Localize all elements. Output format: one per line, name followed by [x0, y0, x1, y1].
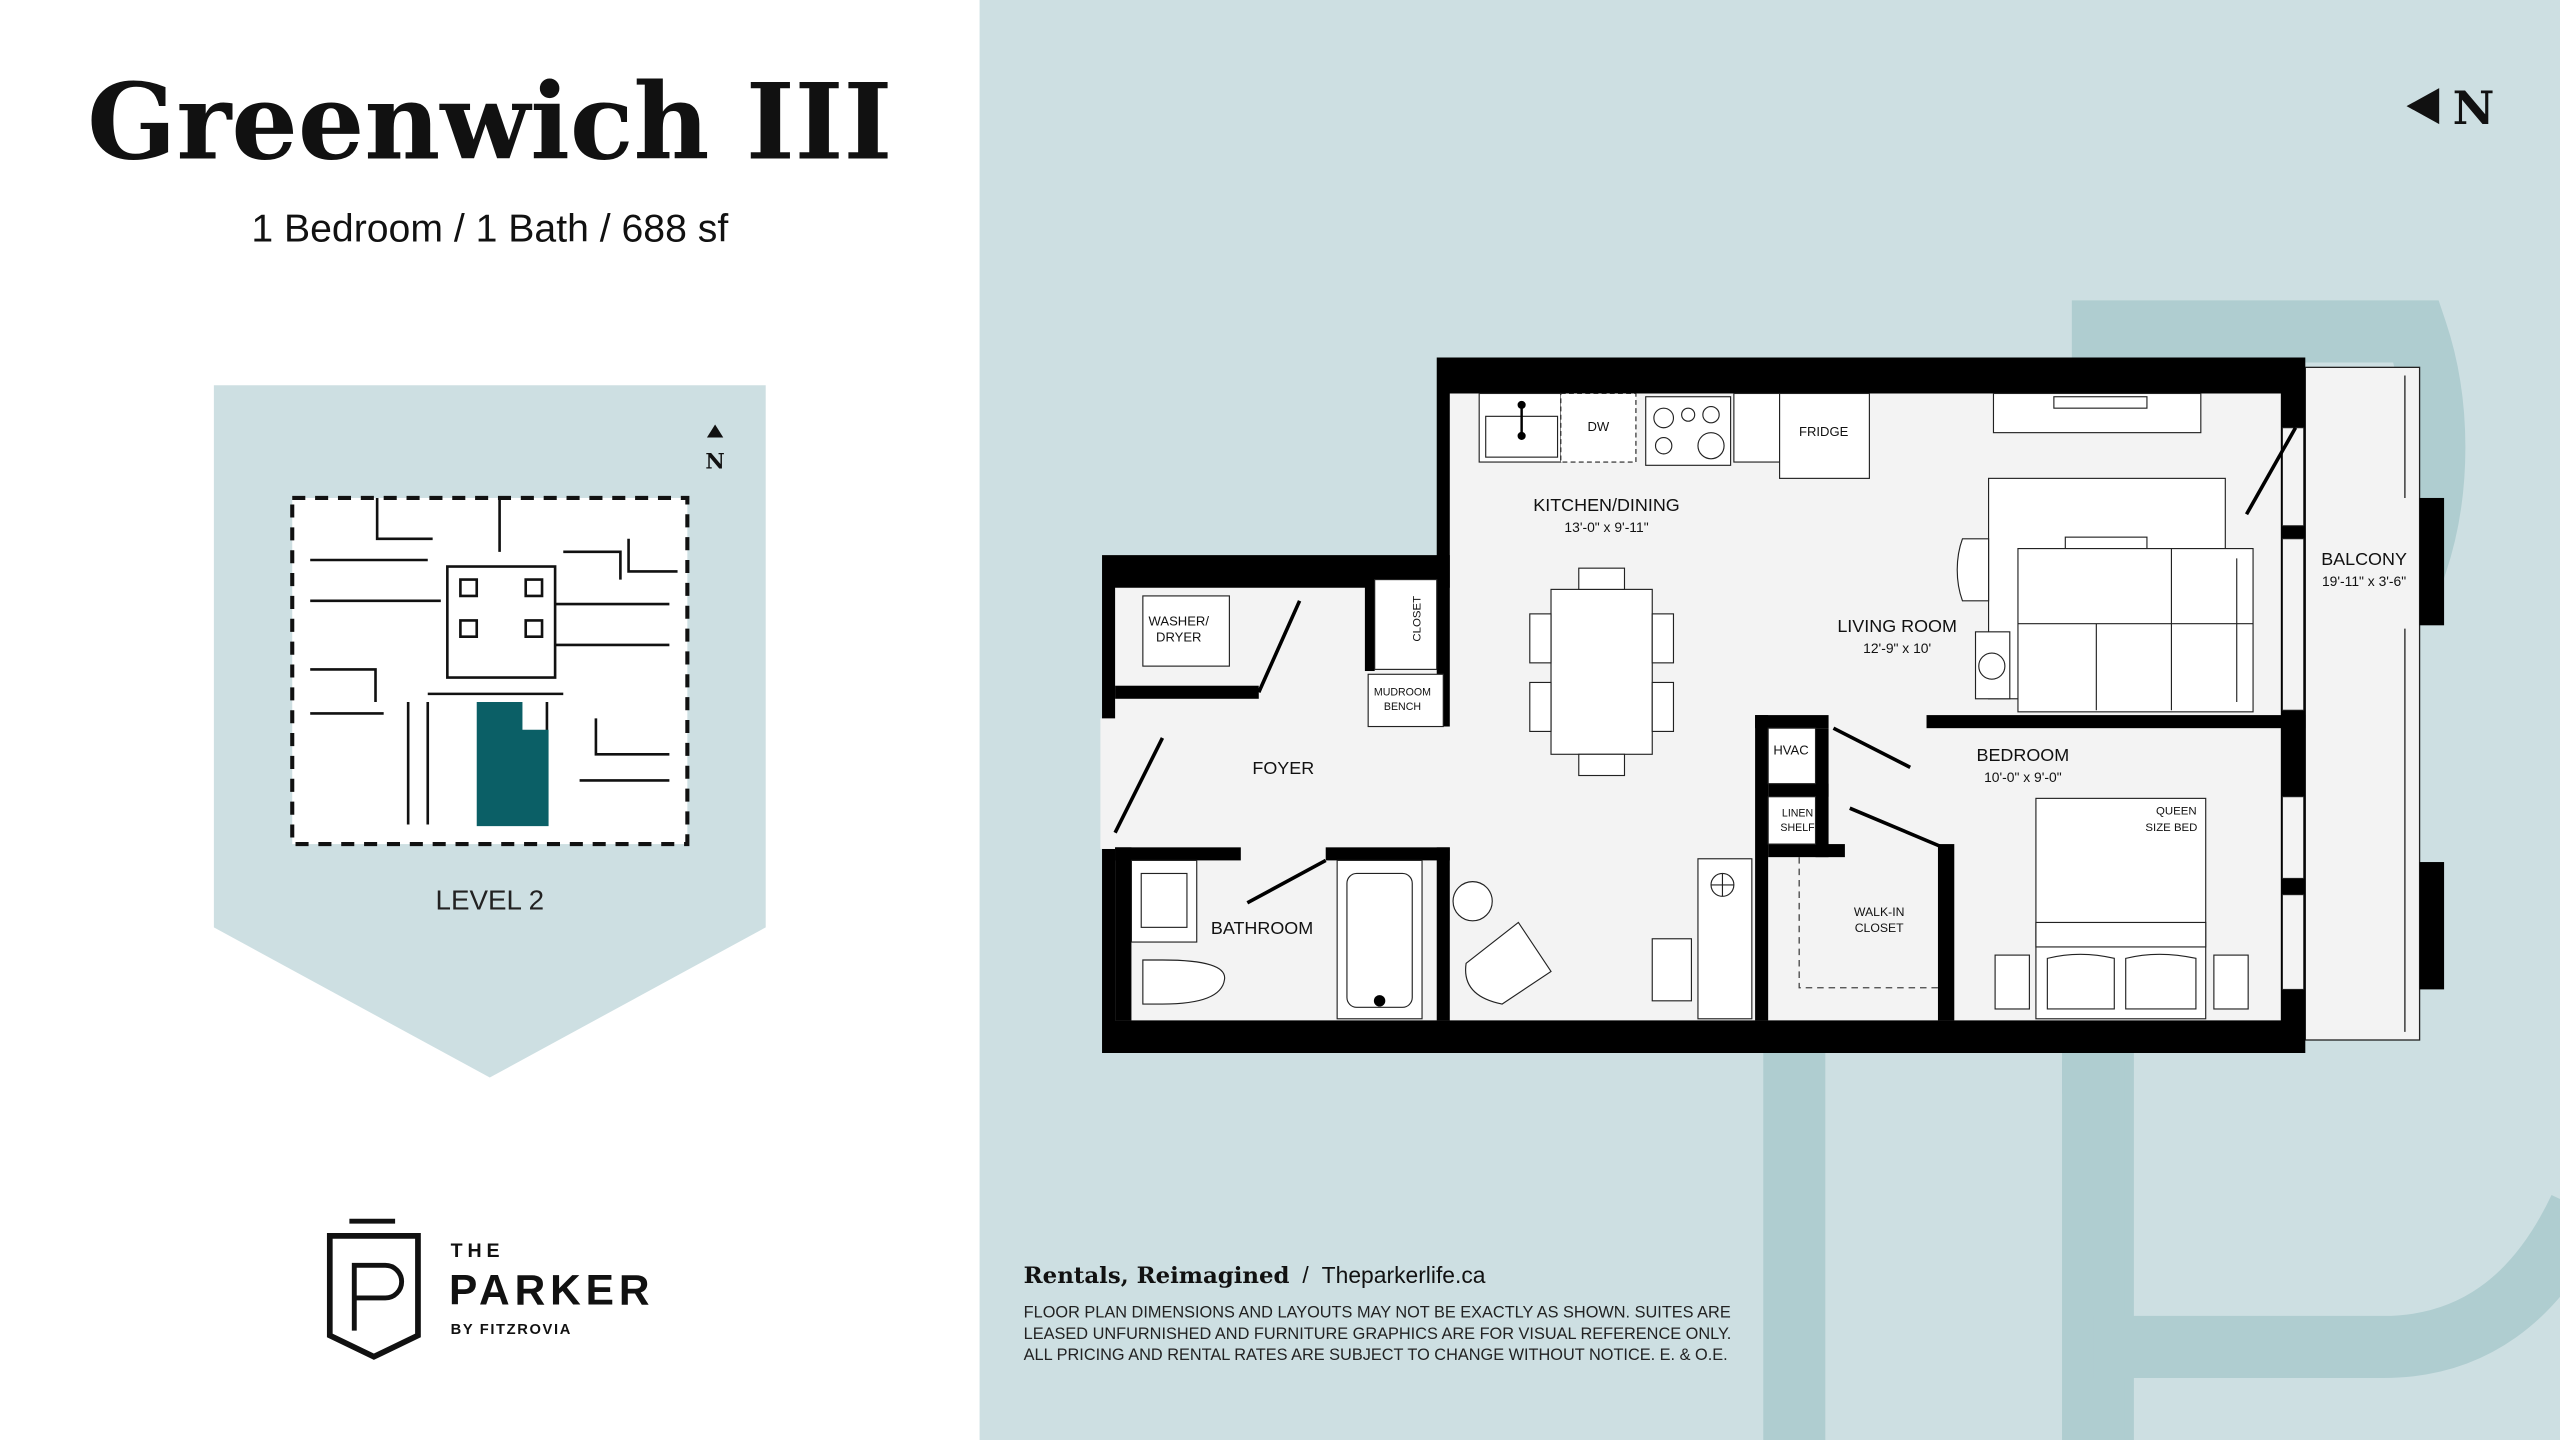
room-label-bedroom: BEDROOM: [1977, 745, 2070, 765]
parker-logo: THE PARKER BY FITZROVIA: [326, 1218, 654, 1360]
svg-text:12'-9" x 10': 12'-9" x 10': [1863, 640, 1931, 656]
svg-text:THE: THE: [451, 1240, 505, 1262]
svg-text:SIZE BED: SIZE BED: [2145, 822, 2197, 834]
svg-text:WASHER/: WASHER/: [1149, 613, 1210, 628]
keyplan-level-label: LEVEL 2: [436, 884, 545, 915]
disclaimer-line: ALL PRICING AND RENTAL RATES ARE SUBJECT…: [1024, 1346, 1728, 1364]
svg-text:BENCH: BENCH: [1384, 701, 1421, 713]
svg-text:PARKER: PARKER: [449, 1266, 654, 1313]
svg-text:DW: DW: [1587, 419, 1609, 434]
footer: Rentals, Reimagined / Theparkerlife.ca F…: [1024, 1262, 1732, 1364]
room-label-balcony: BALCONY: [2321, 549, 2407, 569]
svg-text:QUEEN: QUEEN: [2156, 806, 2197, 818]
svg-text:13'-0" x 9'-11": 13'-0" x 9'-11": [1564, 519, 1648, 535]
room-label-kitchen: KITCHEN/DINING: [1533, 495, 1680, 515]
room-label-living: LIVING ROOM: [1837, 616, 1957, 636]
disclaimer-line: LEASED UNFURNISHED AND FURNITURE GRAPHIC…: [1024, 1325, 1732, 1343]
svg-text:Rentals, Reimagined /: Rentals, Reimagined / Theparkerlife.ca: [1024, 1262, 1486, 1289]
room-label-foyer: FOYER: [1252, 758, 1314, 778]
balcony: [2304, 366, 2421, 1041]
unit-floor-plan: DW FRIDGE KITCHEN/DINING 13'-0" x 9'-11"…: [1100, 357, 2445, 1054]
website-link[interactable]: Theparkerlife.ca: [1322, 1262, 1486, 1288]
svg-text:SHELF: SHELF: [1780, 822, 1815, 834]
svg-text:HVAC: HVAC: [1773, 742, 1808, 757]
svg-text:N: N: [2453, 81, 2495, 135]
keyplan: N LEVEL 2: [213, 385, 766, 1078]
svg-text:MUDROOM: MUDROOM: [1374, 687, 1431, 699]
svg-text:WALK-IN: WALK-IN: [1854, 905, 1905, 919]
svg-text:10'-0" x 9'-0": 10'-0" x 9'-0": [1984, 769, 2062, 785]
svg-text:LINEN: LINEN: [1782, 807, 1813, 819]
svg-text:BY FITZROVIA: BY FITZROVIA: [451, 1322, 572, 1338]
svg-text:N: N: [705, 450, 724, 475]
unit-summary: 1 Bedroom / 1 Bath / 688 sf: [251, 208, 728, 251]
keyplan-highlighted-unit: [476, 702, 549, 827]
svg-text:DRYER: DRYER: [1156, 630, 1201, 645]
dining-table: [1529, 567, 1675, 777]
page-title: Greenwich III: [87, 60, 892, 183]
room-label-bathroom: BATHROOM: [1211, 918, 1313, 938]
svg-text:FRIDGE: FRIDGE: [1799, 424, 1849, 439]
svg-text:CLOSET: CLOSET: [1411, 596, 1423, 642]
keyplan-north-icon: N: [705, 424, 725, 475]
north-arrow-left-icon: N: [2406, 81, 2495, 135]
disclaimer-line: FLOOR PLAN DIMENSIONS AND LAYOUTS MAY NO…: [1024, 1304, 1731, 1322]
tagline: Rentals, Reimagined: [1024, 1263, 1290, 1289]
svg-text:19'-11" x 3'-6": 19'-11" x 3'-6": [2322, 573, 2406, 589]
svg-text:CLOSET: CLOSET: [1855, 921, 1904, 935]
